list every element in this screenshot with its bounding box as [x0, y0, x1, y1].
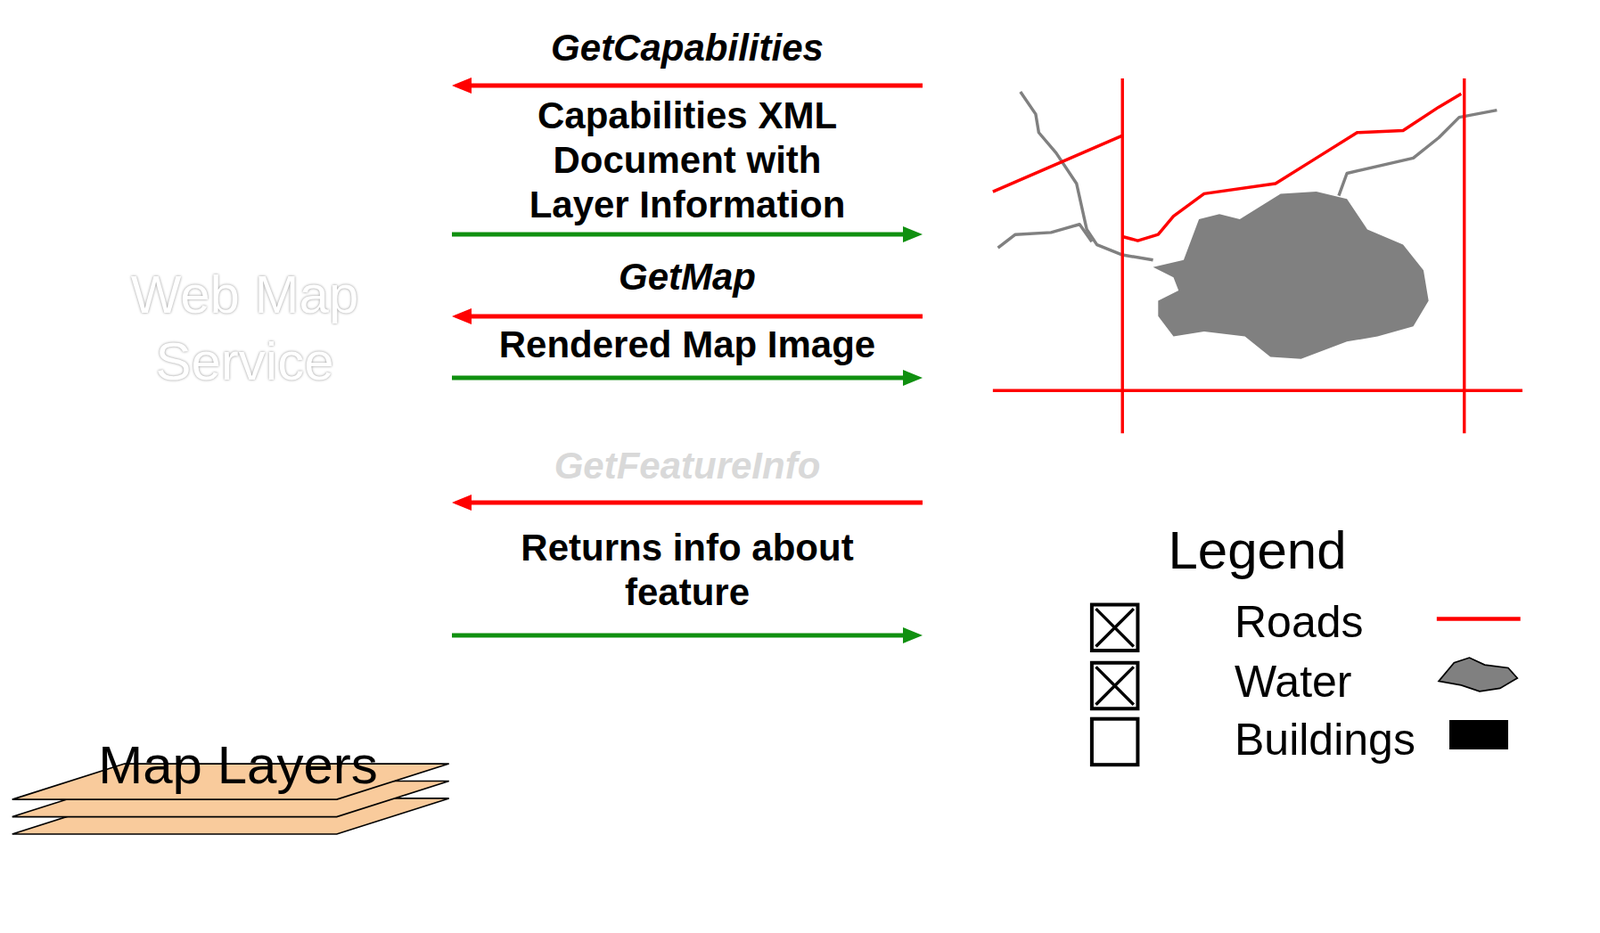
message-label: GetFeatureInfo	[491, 443, 884, 489]
service-box-shape	[37, 63, 452, 592]
river-line	[998, 91, 1498, 261]
arrow-head	[451, 308, 472, 325]
database-cylinder-shape	[10, 594, 466, 679]
globe-watermark	[1337, 811, 1600, 933]
globe-watermark	[1292, 873, 1600, 933]
message-label: Returns info about feature	[508, 525, 866, 616]
road-line	[992, 389, 1523, 393]
client-panel-shape	[923, 8, 1592, 819]
node-label: Web Map Service	[102, 261, 388, 395]
water-swatch	[1438, 657, 1518, 692]
message-arrow	[451, 308, 923, 325]
message-label: Rendered Map Image	[477, 322, 897, 368]
checkbox	[1091, 605, 1139, 651]
message-label: GetMap	[491, 254, 884, 300]
river-line	[1338, 110, 1497, 197]
checkbox-mark	[1095, 666, 1133, 705]
bottom-band	[0, 924, 1600, 933]
road-line	[1462, 78, 1466, 434]
arrow-head	[902, 369, 923, 386]
arrow-line	[451, 232, 905, 238]
node-label: Map Layers	[98, 734, 378, 797]
checkbox	[1091, 719, 1139, 765]
message-arrow	[451, 226, 923, 243]
river-line	[998, 224, 1092, 248]
node-label: Legend	[1167, 519, 1346, 583]
service-box: Web Map Service	[37, 63, 452, 592]
arrow-line	[469, 500, 923, 506]
arrow-head	[451, 77, 472, 94]
road-line	[1122, 93, 1461, 241]
globe-watermark	[1292, 811, 1600, 933]
checkbox	[1091, 605, 1139, 766]
globe-watermark	[1532, 811, 1535, 933]
map-drawing	[992, 78, 1523, 434]
arrow-head	[451, 494, 472, 511]
database-cylinder: Map Layers	[9, 593, 467, 933]
globe-watermark	[1417, 811, 1600, 933]
road-line	[1121, 78, 1125, 434]
message-arrow	[451, 627, 923, 644]
message-arrow	[451, 494, 923, 511]
arrow-line	[451, 376, 905, 381]
client-panel-shape	[979, 46, 1536, 450]
road-line	[992, 78, 1523, 434]
road-swatch	[1436, 616, 1521, 622]
arrow-line	[451, 633, 905, 639]
service-box-shape	[38, 64, 452, 591]
message-label: GetCapabilities	[491, 25, 884, 71]
checkbox-mark	[1095, 608, 1133, 647]
legend-label: Water	[1234, 655, 1353, 709]
client-panel-shape	[923, 8, 1592, 491]
arrow-head	[902, 226, 923, 243]
message-arrow	[451, 77, 923, 94]
checkbox-mark	[1095, 608, 1133, 647]
arrow-head	[902, 627, 923, 644]
arrow-line	[469, 83, 923, 89]
message-label: Capabilities XML Document with Layer Inf…	[513, 93, 862, 228]
legend-label: Buildings	[1234, 713, 1416, 767]
message-arrow	[451, 369, 923, 386]
legend-swatch	[1449, 720, 1509, 750]
legend-label: Roads	[1234, 595, 1364, 649]
road-line	[992, 135, 1123, 192]
checkbox-mark	[1095, 608, 1133, 706]
water-body	[1153, 191, 1429, 360]
globe-watermark	[1292, 811, 1600, 933]
checkbox	[1091, 663, 1139, 709]
arrow-line	[469, 314, 923, 320]
checkbox-mark	[1095, 666, 1133, 705]
database-cylinder-shape	[10, 636, 466, 933]
